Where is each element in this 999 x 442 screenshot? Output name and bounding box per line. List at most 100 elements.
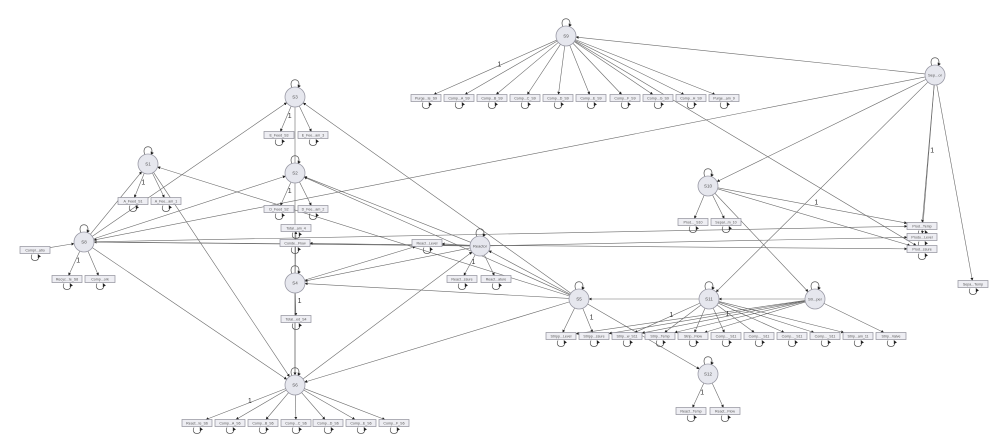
observed-node[interactable]: Comp...ork [84, 275, 116, 283]
observed-node[interactable]: Total...ed_S4 [280, 315, 312, 323]
observed-node[interactable]: Comp...A_S6 [214, 419, 246, 427]
observed-node[interactable]: Comp..._S11 [743, 332, 775, 340]
observed-node[interactable]: Comp...F_S9 [609, 94, 641, 102]
observed-node[interactable]: Separ...m_10 [710, 218, 742, 226]
observed-node-label: A_Feed_S1 [124, 199, 143, 203]
latent-node[interactable]: S12 [697, 363, 719, 385]
observed-node[interactable]: Total...am_4 [280, 224, 312, 232]
observed-node[interactable]: React...Flow [709, 407, 741, 415]
observed-node[interactable]: Prod...Temp [906, 222, 938, 230]
path-edge [488, 250, 571, 295]
observed-node[interactable]: Comp...C_S6 [280, 419, 312, 427]
observed-node[interactable]: Comp..._S11 [710, 332, 742, 340]
observed-node[interactable]: Comp...B_S9 [476, 94, 508, 102]
path-edge [93, 175, 286, 240]
observed-node[interactable]: Comp...C_S9 [509, 94, 541, 102]
path-edge [716, 304, 755, 333]
observed-node-label: Comp...A_S9 [448, 96, 469, 100]
observed-node[interactable]: Compr...atio [19, 246, 51, 254]
observed-node[interactable]: Purge...te_S9 [410, 94, 442, 102]
observed-node[interactable]: React...Level [411, 239, 443, 247]
latent-node[interactable]: Sep...or [924, 64, 946, 86]
observed-node[interactable]: React...te_S6 [181, 419, 213, 427]
path-edge [464, 40, 558, 95]
error-variance-loop [161, 205, 172, 212]
observed-node[interactable]: Strip...Valve [875, 332, 907, 340]
path-edge [716, 79, 927, 182]
observed-node[interactable]: E_Fee...am_3 [297, 131, 329, 139]
observed-node[interactable]: Strip...am_11 [842, 332, 874, 340]
edge-weight-label: 1 [497, 61, 501, 68]
observed-node[interactable]: Prod..._S10 [677, 218, 709, 226]
observed-node[interactable]: Comp...E_S9 [575, 94, 607, 102]
observed-node[interactable]: Comp..._S11 [776, 332, 808, 340]
observed-node[interactable]: Prod...ssure [906, 245, 938, 253]
observed-node[interactable]: Produ...Level [906, 233, 938, 241]
observed-node-label: Strip...am_11 [847, 334, 868, 338]
observed-node[interactable]: A_Fee...am_1 [150, 197, 182, 205]
latent-node[interactable]: Str...per [804, 288, 826, 310]
observed-node[interactable]: Comp...A_S9 [443, 94, 475, 102]
observed-node[interactable]: Purge...am_9 [708, 94, 740, 102]
observed-node[interactable]: D_Fee...am_2 [297, 205, 329, 213]
latent-node[interactable]: S6 [284, 374, 306, 396]
latent-node[interactable]: S4 [284, 272, 306, 294]
latent-node[interactable]: S9 [555, 25, 577, 47]
observed-node[interactable]: Comp...E_S6 [345, 419, 377, 427]
observed-node[interactable]: Sepa...Temp [957, 280, 989, 288]
observed-node-label: Prod...ssure [912, 247, 931, 251]
observed-node[interactable]: Comp...D_S9 [542, 94, 574, 102]
path-edge [157, 166, 570, 297]
latent-node[interactable]: S10 [697, 175, 719, 197]
observed-node[interactable]: D_Feed_S2 [263, 205, 295, 213]
error-variance-loop [688, 340, 699, 347]
error-variance-loop [721, 340, 732, 347]
observed-node[interactable]: Strip...Temp [644, 332, 676, 340]
latent-node-label: Sep...or [928, 73, 943, 78]
observed-node[interactable]: React...ssure [446, 275, 478, 283]
edge-weight-label: 1 [288, 188, 292, 195]
latent-node[interactable]: S11 [698, 288, 720, 310]
path-edge [575, 300, 806, 335]
path-edge [92, 102, 288, 237]
error-variance-loop [323, 427, 334, 434]
latent-node[interactable]: S3 [284, 86, 306, 108]
variance-loop [290, 155, 301, 165]
error-variance-loop [422, 247, 433, 254]
latent-node[interactable]: Reactor [469, 235, 491, 257]
observed-node[interactable]: React...ature [480, 275, 512, 283]
observed-node-label: Comp...B_S6 [252, 421, 273, 425]
observed-node[interactable]: Stripp...Level [545, 332, 577, 340]
latent-node-label: Reactor [473, 244, 488, 249]
edge-weight-label: 1 [288, 113, 292, 120]
latent-node[interactable]: S1 [137, 153, 159, 175]
observed-node[interactable]: Comp..._S11 [809, 332, 841, 340]
observed-node[interactable]: Comp...B_S6 [247, 419, 279, 427]
path-edge [304, 388, 386, 420]
path-edge [304, 176, 471, 243]
path-edge [304, 245, 416, 281]
observed-node[interactable]: Stripp...ssure [578, 332, 610, 340]
observed-node[interactable]: Comp...G_S9 [642, 94, 674, 102]
latent-node[interactable]: S2 [284, 162, 306, 184]
path-edge [712, 307, 725, 333]
observed-node[interactable]: Comp...F_S6 [378, 419, 410, 427]
observed-node[interactable]: React...Temp [675, 407, 707, 415]
observed-node[interactable]: A_Feed_S1 [117, 197, 149, 205]
latent-node[interactable]: S8 [73, 231, 95, 253]
observed-node[interactable]: Comp...D_S6 [312, 419, 344, 427]
path-edge [717, 188, 911, 247]
observed-node[interactable]: Recyc...te_S8 [51, 275, 83, 283]
observed-node[interactable]: Comp...H_S9 [675, 94, 707, 102]
observed-node[interactable]: Strip...Flow [677, 332, 709, 340]
observed-node[interactable]: Strip...w_S11 [611, 332, 643, 340]
observed-node[interactable]: E_Feed_S3 [263, 131, 295, 139]
path-edge [303, 389, 356, 420]
observed-node-label: Comp..._S11 [782, 334, 803, 338]
path-edge [49, 242, 75, 248]
error-variance-loop [754, 340, 765, 347]
observed-node[interactable]: Conde...Flow [279, 239, 311, 247]
observed-node-label: Strip...Temp [650, 334, 669, 338]
latent-node[interactable]: S5 [568, 288, 590, 310]
path-edge [304, 282, 570, 299]
